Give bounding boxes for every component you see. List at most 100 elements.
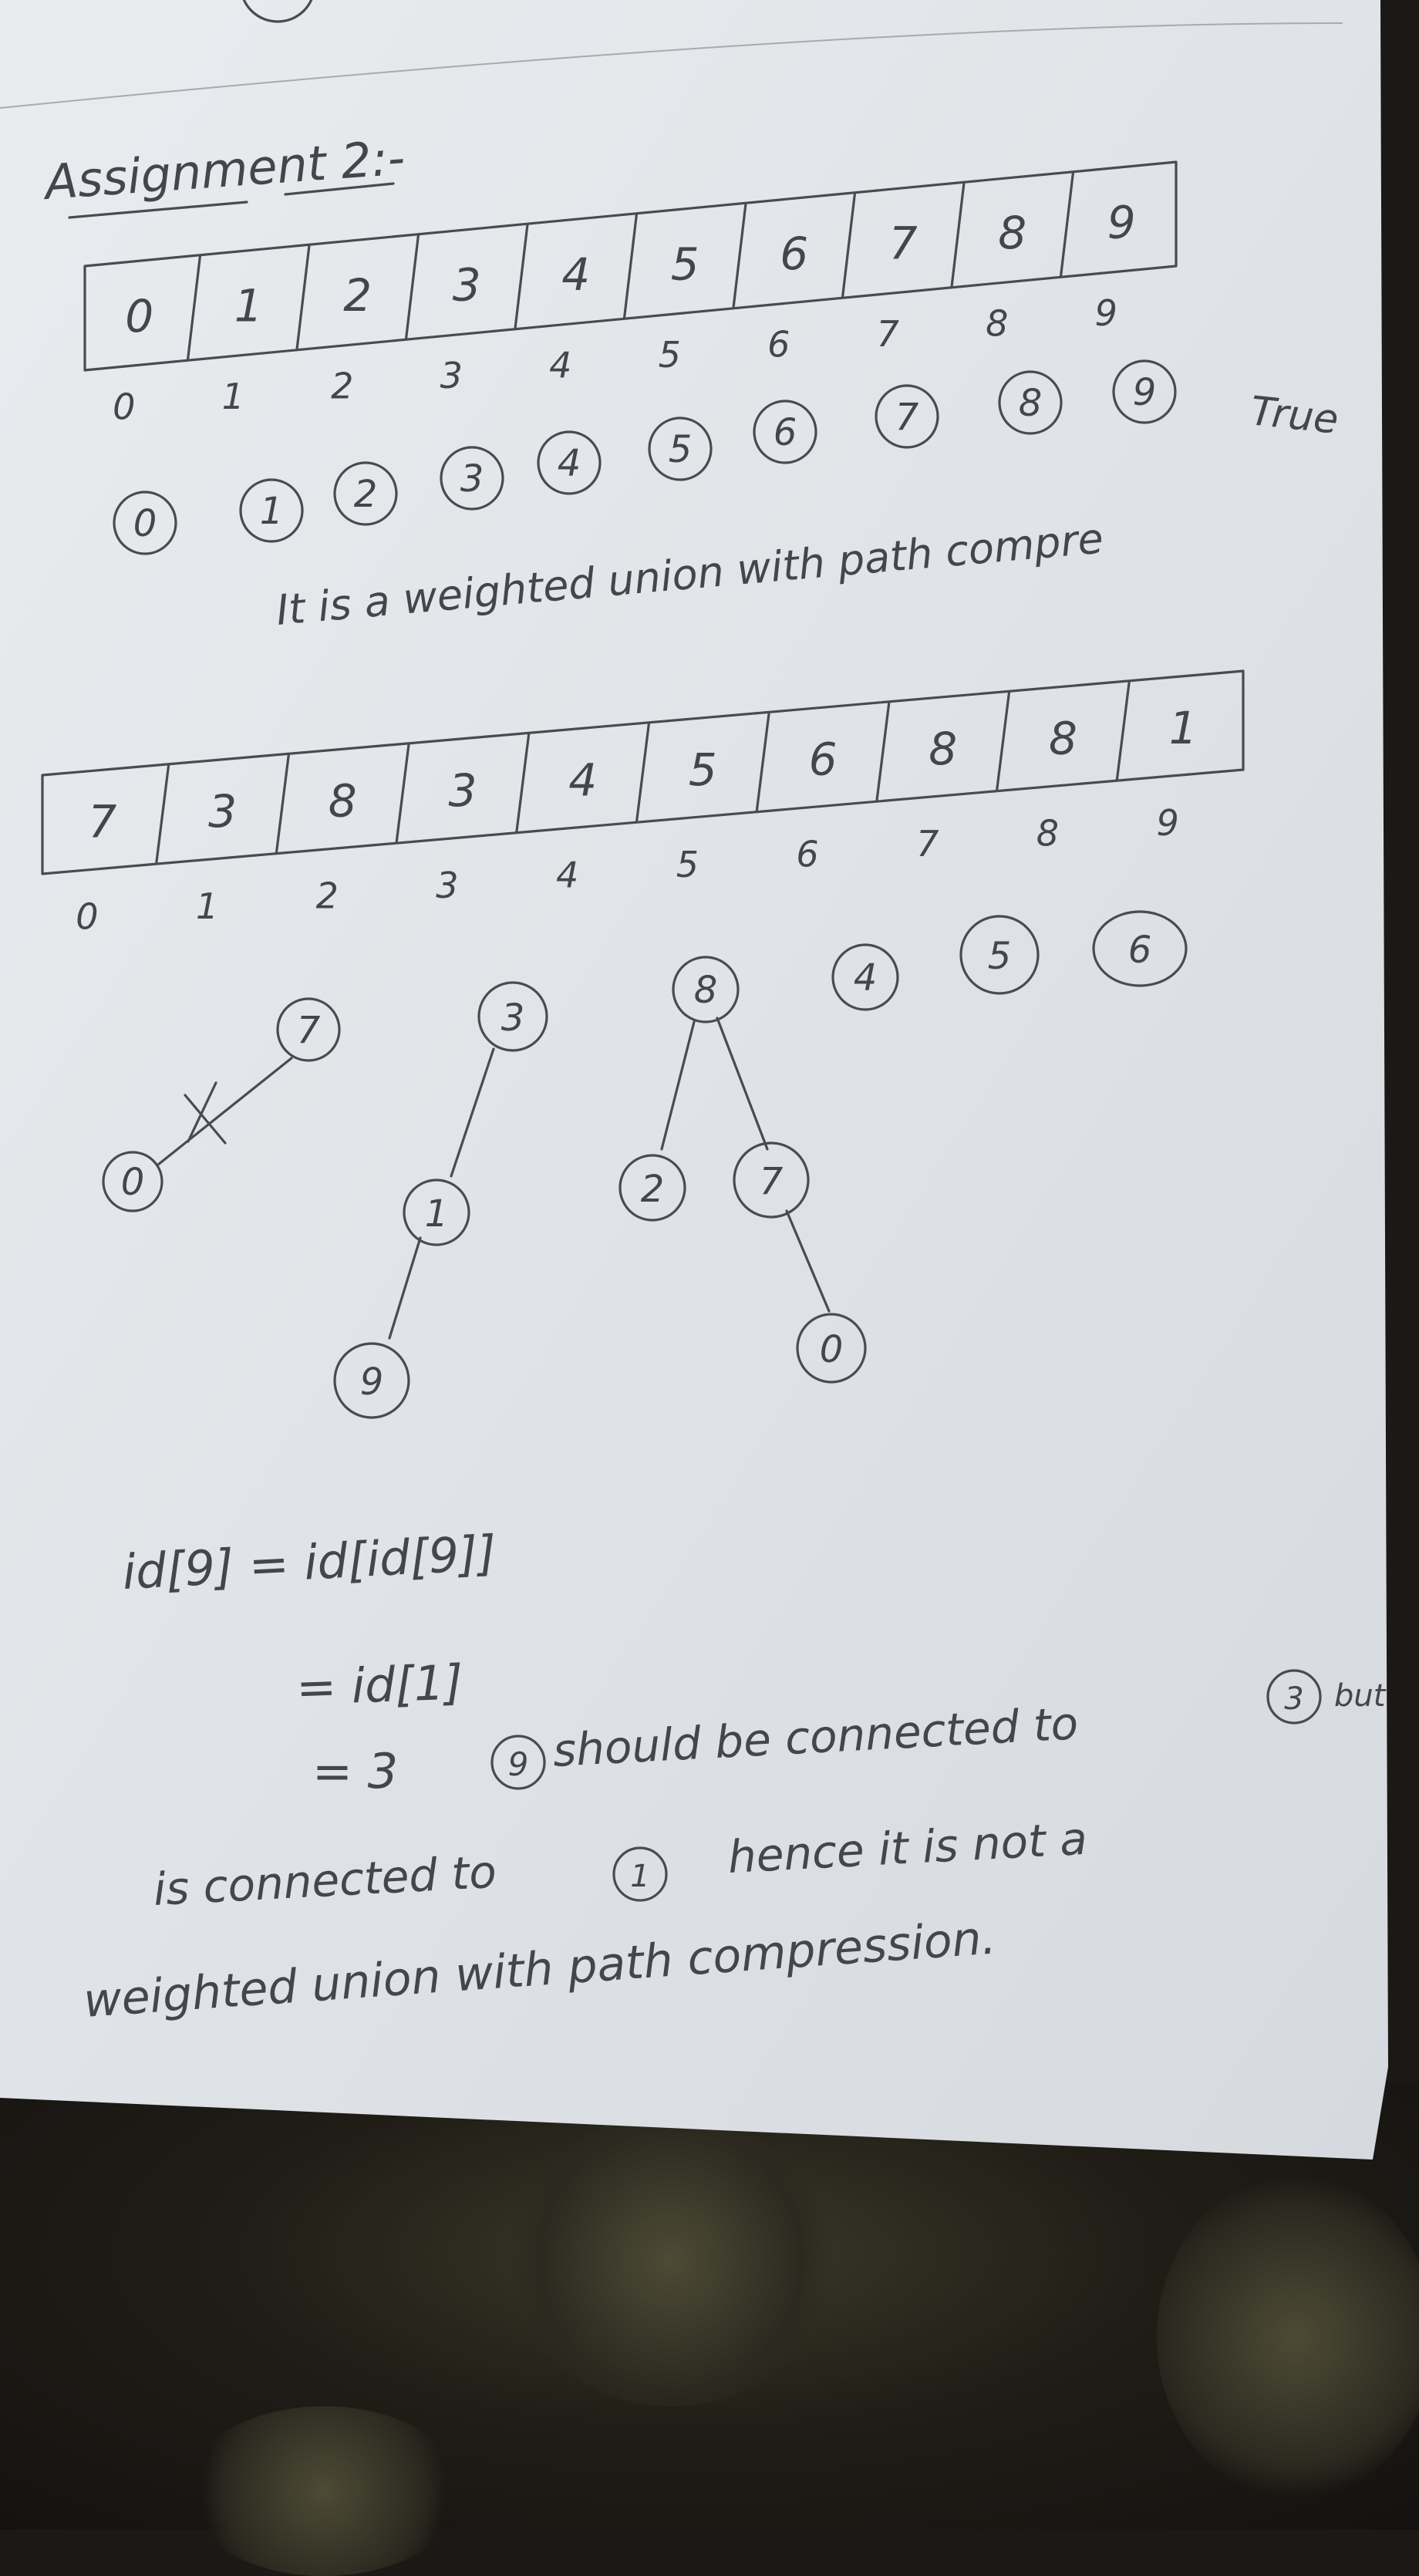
edge-0-7 xyxy=(157,1057,293,1166)
array2-divider xyxy=(755,711,770,813)
inline-node-1 xyxy=(612,1846,668,1902)
array2-divider xyxy=(635,721,651,824)
node-8-label: 8 xyxy=(694,969,718,1012)
array1-divider xyxy=(404,233,420,341)
array2-cell: 3 xyxy=(208,785,237,838)
array2-index: 9 xyxy=(1157,802,1179,844)
node-2 xyxy=(618,1154,686,1222)
derivation-line-2: = id[1] xyxy=(295,1654,463,1715)
array2-cell: 8 xyxy=(929,723,957,775)
array1-index: 5 xyxy=(659,334,681,376)
edge-3-1 xyxy=(450,1047,495,1178)
array1-divider xyxy=(950,181,966,288)
array1-divider xyxy=(295,244,311,351)
array1-outline xyxy=(83,160,1178,372)
singleton-node-label: 5 xyxy=(669,428,693,471)
array2-cell: 5 xyxy=(689,743,717,796)
array1-cell: 2 xyxy=(343,269,372,322)
singleton-node-label: 8 xyxy=(1019,382,1043,425)
array1-index: 8 xyxy=(986,302,1008,344)
array2-index: 2 xyxy=(316,875,339,916)
singleton-node-label: 2 xyxy=(354,473,378,516)
array1-index: 3 xyxy=(440,355,463,396)
singleton-node-4 xyxy=(537,430,602,495)
array1-index: 6 xyxy=(767,323,790,365)
array2-divider xyxy=(515,732,531,834)
cloth-pattern-right xyxy=(1157,2175,1419,2499)
array2-index: 6 xyxy=(796,833,818,875)
edge-8-7 xyxy=(716,1017,769,1151)
node-9 xyxy=(333,1342,410,1419)
inline-node-1-label: 1 xyxy=(630,1859,649,1894)
node-0 xyxy=(796,1313,867,1384)
array2-outline xyxy=(41,669,1245,875)
singleton-node-label: 9 xyxy=(1133,371,1157,414)
array1-divider xyxy=(186,254,202,362)
derivation-line-3-end: but xyxy=(1334,1678,1387,1714)
singleton-node-label: 6 xyxy=(774,411,797,454)
array2-cell: 7 xyxy=(88,795,116,848)
array2-divider xyxy=(875,700,891,803)
array2-divider xyxy=(395,742,410,845)
singleton-node-label: 4 xyxy=(558,442,581,485)
singleton-node-1 xyxy=(239,478,304,543)
node-7-detached xyxy=(276,997,341,1062)
singleton-node-0 xyxy=(113,491,177,555)
array2-index: 4 xyxy=(556,854,578,895)
array2-index: 3 xyxy=(436,865,458,906)
array1-divider xyxy=(1059,170,1075,278)
array2-index: 0 xyxy=(76,895,98,937)
inline-node-9-label: 9 xyxy=(508,1745,529,1783)
inline-node-9 xyxy=(490,1735,546,1790)
paper-top-rule xyxy=(0,22,1343,109)
node-1 xyxy=(403,1178,470,1246)
array2-cell: 8 xyxy=(329,774,357,827)
node-3-label: 3 xyxy=(501,996,525,1040)
singleton-node-5 xyxy=(648,416,713,481)
array2-index: 7 xyxy=(916,823,939,865)
cross-mark-b xyxy=(187,1081,217,1143)
array2-index: 8 xyxy=(1036,812,1059,854)
inline-node-3 xyxy=(1266,1669,1322,1725)
singleton-node-label: 7 xyxy=(895,396,919,439)
array2-divider xyxy=(995,690,1011,792)
edge-7-0 xyxy=(785,1209,831,1313)
array1-divider xyxy=(841,191,857,299)
node-1-label: 1 xyxy=(425,1192,449,1236)
node-7-label: 7 xyxy=(297,1009,321,1052)
array1-index: 4 xyxy=(549,344,571,386)
background-cloth xyxy=(0,2082,1419,2576)
array2-divider xyxy=(155,763,170,865)
array2-cell: 4 xyxy=(568,754,597,806)
singleton-node-7 xyxy=(875,384,939,449)
array1-divider xyxy=(622,212,639,320)
array1-index: 2 xyxy=(331,365,353,406)
node-3-root xyxy=(477,981,548,1052)
heading-underline xyxy=(68,182,395,219)
array1-divider xyxy=(514,223,529,330)
node-6-loose xyxy=(1092,910,1188,987)
verdict-label: True xyxy=(1249,388,1341,443)
top-partial-circle xyxy=(242,0,313,23)
node-7 xyxy=(733,1141,810,1219)
cloth-pattern-left xyxy=(509,2113,833,2406)
array2-cell: 8 xyxy=(1049,712,1077,764)
edge-8-2 xyxy=(660,1020,696,1151)
node-4-loose xyxy=(831,943,899,1011)
array1-index: 9 xyxy=(1095,292,1117,334)
array1-cell: 7 xyxy=(889,217,918,270)
array1-divider xyxy=(732,202,747,309)
array1-cell: 4 xyxy=(561,248,590,301)
singleton-node-label: 1 xyxy=(260,490,284,533)
array1-index: 0 xyxy=(113,386,135,427)
node-0-label: 0 xyxy=(121,1161,145,1204)
array2-index: 5 xyxy=(676,844,699,885)
singleton-node-2 xyxy=(333,461,398,526)
array1-index: 1 xyxy=(222,376,244,417)
singleton-node-9 xyxy=(1112,359,1177,424)
singleton-node-3 xyxy=(440,446,504,511)
